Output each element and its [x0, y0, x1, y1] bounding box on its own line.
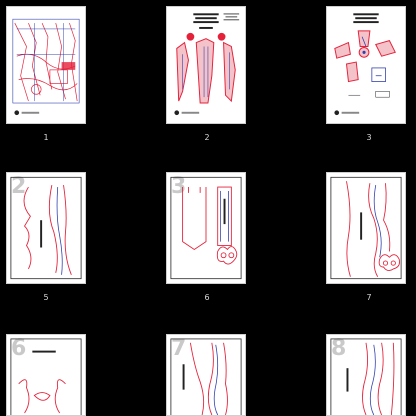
page-thumbnail-1[interactable]	[6, 6, 86, 124]
pattern-layout-icon	[12, 18, 80, 116]
page-thumbnail-10[interactable]: 8	[326, 334, 406, 416]
parts-diagram-icon	[334, 13, 396, 116]
costume-overview-icon	[174, 13, 240, 116]
page-thumbnail-8[interactable]: 6	[6, 334, 86, 416]
pattern-piece-icon	[10, 338, 82, 415]
page-number: 2	[11, 174, 27, 199]
thumbnail-caption: 1	[43, 133, 49, 142]
pattern-piece-icon	[170, 176, 242, 280]
thumbnail-caption: 7	[366, 293, 372, 302]
page-thumbnail-6[interactable]: 3	[166, 172, 246, 284]
thumbnail-caption: 6	[204, 293, 210, 302]
page-number: 8	[331, 336, 347, 361]
page-number: 6	[11, 336, 27, 361]
page-thumbnail-3[interactable]	[326, 6, 406, 124]
thumbnail-caption: 5	[43, 293, 49, 302]
page-number: 7	[171, 336, 187, 361]
thumbnail-caption: 3	[366, 133, 372, 142]
pattern-piece-icon	[330, 338, 402, 415]
pattern-piece-icon	[330, 176, 402, 280]
pattern-piece-icon	[10, 176, 82, 280]
page-thumbnail-5[interactable]: 2	[6, 172, 86, 284]
page-thumbnail-7[interactable]	[326, 172, 406, 284]
page-thumbnail-2[interactable]	[166, 6, 246, 124]
thumbnail-caption: 2	[204, 133, 210, 142]
page-thumbnail-9[interactable]: 7	[166, 334, 246, 416]
pattern-piece-icon	[170, 338, 242, 415]
